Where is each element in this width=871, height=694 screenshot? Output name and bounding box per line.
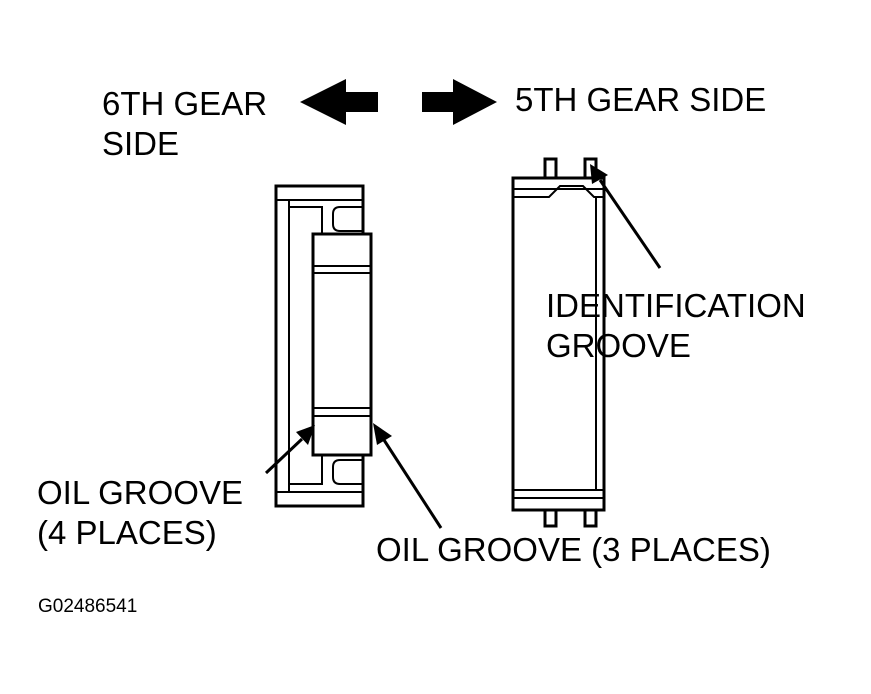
oil-groove-4-line1: OIL GROOVE <box>37 474 243 511</box>
left-gear <box>274 184 373 508</box>
sixth-gear-side-label: 6TH GEAR SIDE <box>102 84 267 164</box>
right-gear <box>511 157 606 528</box>
arrow-left-icon <box>300 79 378 125</box>
leader-oil-groove-3 <box>373 423 443 529</box>
sixth-gear-side-line2: SIDE <box>102 125 180 162</box>
right-gear-outer <box>511 176 606 512</box>
leader-oil-groove-4 <box>264 425 315 475</box>
leader-identification-groove <box>590 164 662 269</box>
oil-groove-3-label: OIL GROOVE (3 PLACES) <box>376 531 771 568</box>
identification-groove-line2: GROOVE <box>546 327 691 364</box>
oil-groove-4-label: OIL GROOVE (4 PLACES) <box>37 473 243 553</box>
arrow-right-icon <box>422 79 497 125</box>
figure-id: G02486541 <box>38 596 138 617</box>
identification-groove-line1: IDENTIFICATION <box>546 287 806 324</box>
identification-groove-label: IDENTIFICATION GROOVE <box>546 286 806 366</box>
sixth-gear-side-line1: 6TH GEAR <box>102 85 268 122</box>
fifth-gear-side-label: 5TH GEAR SIDE <box>515 81 767 118</box>
oil-groove-4-line2: (4 PLACES) <box>37 514 217 551</box>
